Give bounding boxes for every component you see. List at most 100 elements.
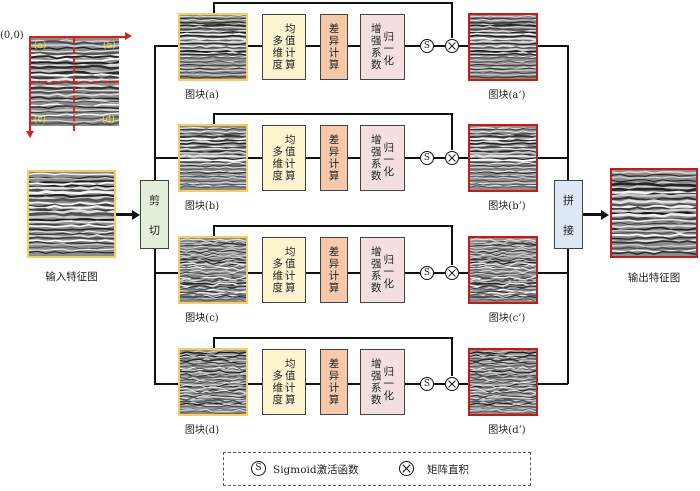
branch-output-line (538, 383, 568, 385)
flow-line (405, 157, 420, 159)
output-feature-map (610, 168, 698, 258)
skip-line-up (213, 225, 215, 236)
flow-line (434, 157, 445, 159)
flow-line (434, 383, 445, 385)
quadrant-label-c: (c) (34, 115, 47, 125)
x-axis-line (29, 36, 126, 38)
y-axis-arrow-icon (26, 131, 34, 138)
flow-line (434, 272, 445, 274)
input-arrow-icon (132, 209, 140, 220)
merge-char-1: 拼 (563, 193, 574, 207)
flow-line (434, 45, 445, 47)
normalize-coef-block: 归一化增强系数 (360, 125, 405, 191)
flow-line (459, 383, 468, 385)
output-patch-a (468, 13, 538, 81)
flow-line (405, 45, 420, 47)
split-bus-lower (154, 249, 156, 384)
input-patch-label: 图块(a) (185, 90, 219, 101)
input-patch-label: 图块(b) (184, 201, 220, 212)
skip-line-top (213, 2, 453, 4)
split-bus-upper (154, 45, 156, 180)
legend-sigmoid-icon: S (251, 461, 266, 476)
flow-line (248, 157, 262, 159)
input-patch-a (178, 13, 248, 81)
input-patch-d (178, 348, 248, 416)
sigmoid-icon: S (420, 39, 434, 53)
grid-seismic-image (31, 38, 119, 126)
flow-line (248, 45, 262, 47)
x-axis-arrow-icon (125, 32, 132, 40)
difference-block: 差异计算 (320, 349, 348, 415)
branch-output-line (538, 157, 568, 159)
matrix-product-icon (445, 377, 459, 391)
branch-input-line (154, 272, 178, 274)
normalize-coef-block: 归一化增强系数 (360, 237, 405, 303)
flow-line (405, 272, 420, 274)
output-patch-label: 图块(c’) (488, 313, 526, 324)
normalize-coef-block: 归一化增强系数 (360, 14, 405, 80)
input-patch-label: 图块(c) (185, 313, 219, 324)
flow-line (348, 272, 360, 274)
matrix-product-icon (445, 39, 459, 53)
split-block: 剪 切 (140, 180, 169, 249)
quadrant-label-a: (a) (34, 41, 47, 51)
legend-product-label: 矩阵直积 (427, 464, 469, 476)
y-axis-line (29, 36, 31, 132)
sigmoid-icon: S (420, 377, 434, 391)
sigmoid-icon: S (420, 151, 434, 165)
vertical-split-line (73, 38, 75, 131)
branch-input-line (154, 45, 178, 47)
multi-dim-mean-block: 均值计算多维度 (262, 349, 306, 415)
flow-line (306, 45, 320, 47)
branch-output-line (538, 45, 568, 47)
quadrant-label-d: (d) (102, 115, 115, 125)
output-arrow-icon (601, 209, 609, 220)
multi-dim-mean-block: 均值计算多维度 (262, 237, 306, 303)
input-feature-map (27, 170, 116, 258)
skip-line-up (213, 337, 215, 348)
flow-line (459, 157, 468, 159)
output-patch-label: 图块(a’) (488, 90, 526, 101)
merge-bus-upper (567, 45, 569, 180)
matrix-product-icon (445, 151, 459, 165)
flow-line (306, 157, 320, 159)
output-patch-b (468, 124, 538, 192)
output-feature-map-label: 输出特征图 (627, 272, 681, 284)
skip-line-top (213, 337, 453, 339)
skip-line-up (213, 2, 215, 13)
flow-line (248, 383, 262, 385)
merge-block: 拼 接 (554, 180, 583, 249)
difference-block: 差异计算 (320, 14, 348, 80)
skip-line-up (213, 113, 215, 124)
input-feature-map-label: 输入特征图 (45, 271, 98, 283)
output-patch-label: 图块(b’) (488, 201, 526, 212)
merge-char-2: 接 (563, 223, 574, 237)
branch-input-line (154, 157, 178, 159)
flow-line (348, 157, 360, 159)
output-patch-d (468, 348, 538, 416)
multi-dim-mean-block: 均值计算多维度 (262, 125, 306, 191)
quadrant-label-b: (b) (103, 41, 116, 51)
split-char-2: 切 (149, 223, 160, 237)
sigmoid-icon: S (420, 266, 434, 280)
output-patch-c (468, 236, 538, 304)
input-patch-c (178, 236, 248, 304)
flow-line (348, 383, 360, 385)
merge-bus-lower (567, 249, 569, 384)
skip-line-top (213, 225, 453, 227)
input-patch-label: 图块(d) (184, 425, 220, 436)
flow-line (459, 272, 468, 274)
skip-line-down (451, 113, 453, 150)
normalize-coef-block: 归一化增强系数 (360, 349, 405, 415)
branch-input-line (154, 383, 178, 385)
flow-line (405, 383, 420, 385)
output-patch-label: 图块(d’) (488, 425, 526, 436)
branch-output-line (538, 272, 568, 274)
input-arrow-line (116, 213, 133, 216)
skip-line-down (451, 337, 453, 376)
skip-line-down (451, 225, 453, 265)
horizontal-split-line (31, 81, 119, 83)
difference-block: 差异计算 (320, 237, 348, 303)
flow-line (306, 383, 320, 385)
difference-block: 差异计算 (320, 125, 348, 191)
